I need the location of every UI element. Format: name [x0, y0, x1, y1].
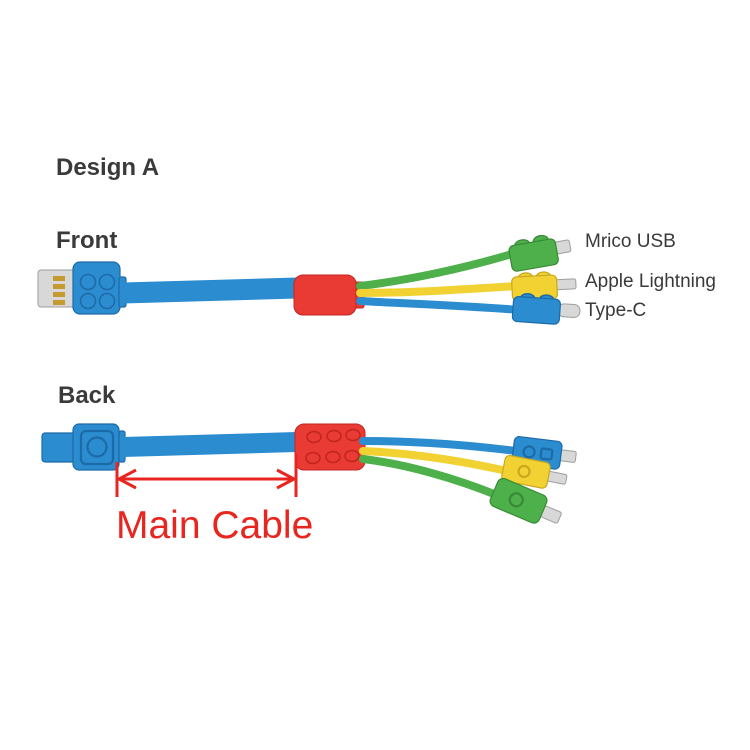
lightning-tip	[554, 278, 577, 291]
brick-underside-rim	[79, 429, 115, 466]
back-main-cable	[123, 432, 298, 457]
brick-stud	[98, 273, 116, 291]
usb-gold-pin	[53, 284, 65, 289]
front-main-cable	[123, 277, 298, 304]
usb-a-connector-back	[41, 432, 77, 463]
plug-underside-slot	[539, 447, 554, 461]
front-cable-yellow	[356, 282, 522, 297]
brick-stud	[326, 429, 342, 443]
type-c-tip	[557, 303, 581, 319]
front-hub-brick	[293, 274, 365, 316]
front-cable-blue	[356, 297, 524, 314]
label-micro-usb: Mrico USB	[585, 231, 676, 252]
brick-tube	[86, 436, 108, 458]
plug-underside-detail	[508, 492, 524, 508]
lightning-plug-back	[501, 454, 568, 489]
brick-stud	[325, 450, 341, 464]
front-section-label: Front	[56, 227, 118, 254]
front-cable-photo	[37, 234, 581, 325]
back-usb-brick	[72, 423, 126, 471]
plug-underside-detail	[517, 464, 531, 479]
front-cable-green	[356, 250, 516, 290]
front-usb-brick	[72, 261, 127, 315]
back-section-label: Back	[58, 382, 116, 409]
micro-usb-plug-front	[508, 234, 572, 272]
brick-stud	[79, 292, 97, 310]
brick-stud	[345, 428, 361, 442]
main-cable-annotation: Main Cable	[116, 504, 314, 547]
back-cable-photo	[41, 423, 577, 524]
back-cable-blue	[359, 437, 520, 455]
design-title: Design A	[56, 154, 160, 181]
brick-stud	[344, 449, 360, 463]
brick-stud	[306, 430, 322, 444]
usb-gold-pin	[53, 292, 65, 297]
label-type-c: Type-C	[585, 300, 647, 321]
label-apple-lightning: Apple Lightning	[585, 271, 716, 292]
brick-stud	[79, 273, 97, 291]
dimension-arrow	[115, 454, 298, 497]
type-c-plug-front	[511, 292, 581, 325]
back-cable-green	[359, 455, 503, 500]
usb-gold-pin	[53, 276, 65, 281]
usb-gold-pin	[53, 300, 65, 305]
back-cable-yellow	[359, 447, 511, 475]
micro-usb-plug-back	[489, 477, 562, 524]
back-hub-brick	[294, 423, 366, 471]
plug-underside-detail	[522, 445, 536, 459]
brick-stud	[98, 292, 116, 310]
brick-stud	[305, 451, 321, 465]
